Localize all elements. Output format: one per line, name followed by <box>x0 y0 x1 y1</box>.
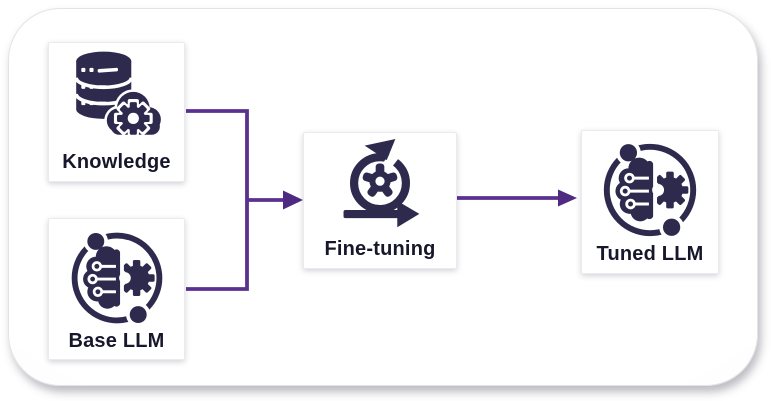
node-tuned-llm: Tuned LLM <box>581 130 719 274</box>
node-label-base-llm: Base LLM <box>68 330 165 352</box>
brain-circuit-gear-orbit-icon <box>71 229 162 327</box>
database-cloud-gear-icon <box>73 51 163 138</box>
node-fine-tuning: Fine-tuning <box>303 132 457 269</box>
node-knowledge: Knowledge <box>48 42 185 182</box>
node-label-tuned-llm: Tuned LLM <box>596 243 704 265</box>
node-label-knowledge: Knowledge <box>62 151 171 173</box>
node-base-llm: Base LLM <box>48 218 185 360</box>
iteration-loop-gear-arrow-icon <box>343 138 420 228</box>
node-label-fine-tuning: Fine-tuning <box>324 238 436 260</box>
brain-circuit-gear-orbit-icon <box>603 140 697 240</box>
